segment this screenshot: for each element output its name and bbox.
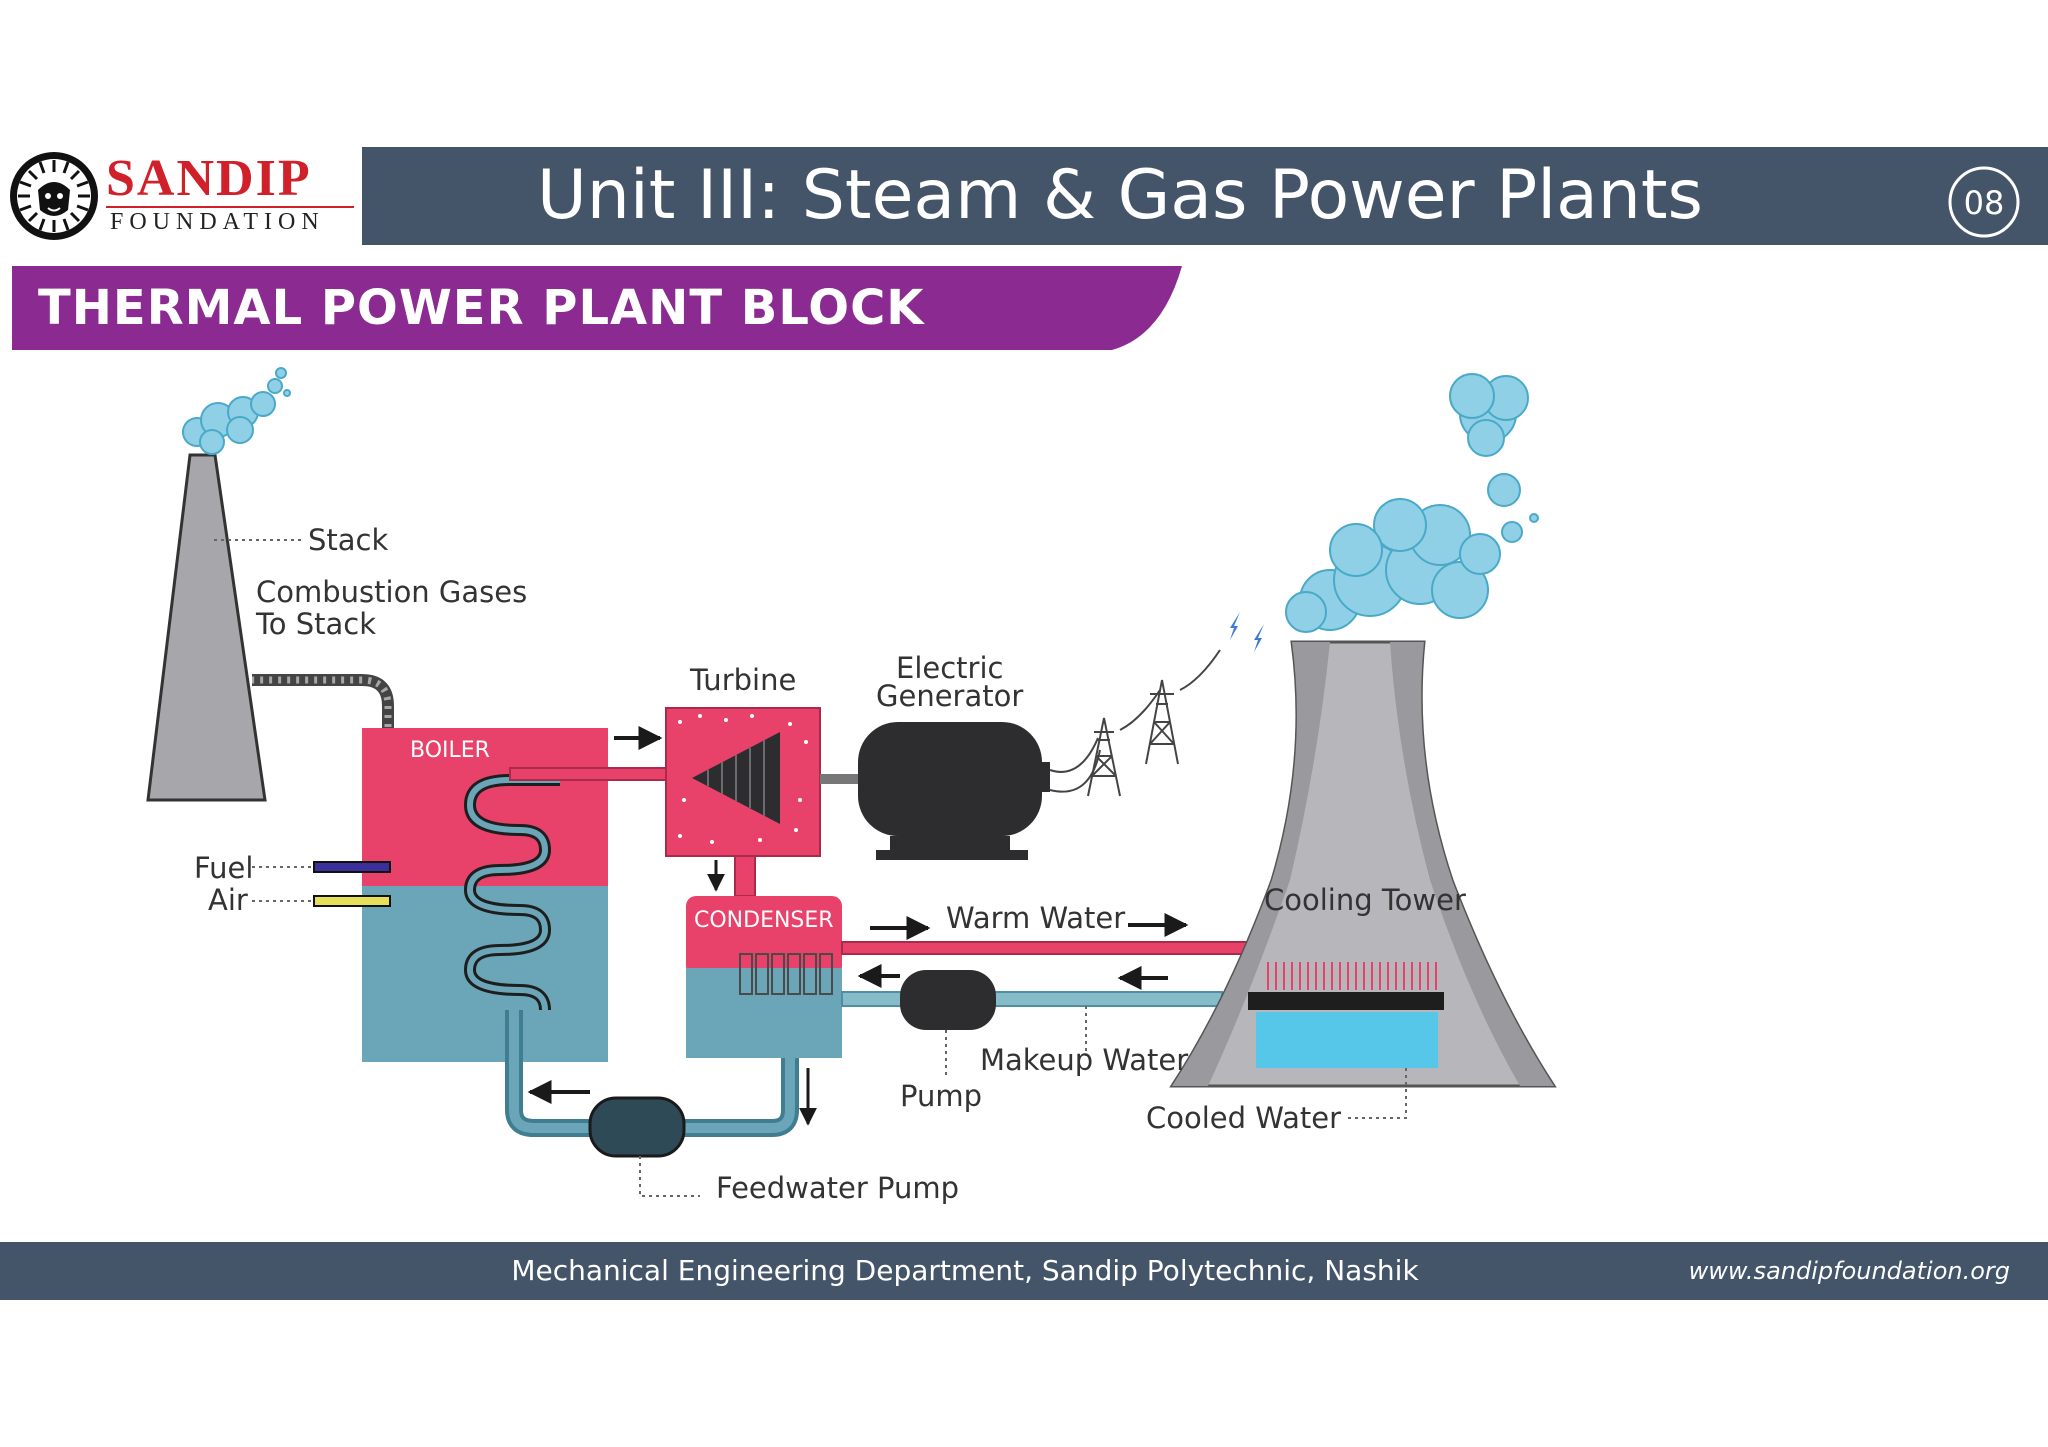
feedwater-pump-label: Feedwater Pump [716, 1171, 960, 1205]
logo-name: SANDIP [106, 150, 312, 207]
turbine-shaft [820, 774, 864, 784]
smoke-cloud-icon [182, 367, 291, 455]
air-inlet [252, 895, 391, 907]
combustion-gases-label: To Stack [256, 607, 377, 641]
stack [146, 453, 267, 802]
section-title: THERMAL POWER PLANT BLOCK DIAGRAM [38, 280, 925, 416]
page-number-badge: 08 [1948, 166, 2020, 238]
steam-pipe [509, 767, 691, 781]
turbine-label: Turbine [690, 663, 797, 697]
exhaust-pipe [734, 855, 756, 897]
pylon-icon [1145, 679, 1179, 765]
fuel-inlet [252, 861, 391, 873]
air-label: Air [208, 883, 248, 917]
steam-cloud-icon [1285, 373, 1539, 633]
deck-title: Unit III: Steam & Gas Power Plants [537, 156, 1703, 235]
boiler-label: BOILER [410, 738, 490, 763]
transmission-lines [1049, 649, 1221, 793]
feedwater-pump [588, 1096, 686, 1158]
cooled-water-label: Cooled Water [1146, 1101, 1341, 1135]
cooled-water-leader [1346, 1068, 1407, 1119]
page-number: 08 [1964, 184, 2005, 222]
fuel-label: Fuel [194, 851, 254, 885]
generator-label: Electric [896, 651, 1004, 685]
generator-label: Generator [876, 679, 1024, 713]
cooled-water-pipe [841, 991, 1223, 1007]
boiler [362, 728, 608, 1062]
cooling-tower-label: Cooling Tower [1264, 883, 1466, 917]
footer-department: Mechanical Engineering Department, Sandi… [511, 1254, 1419, 1287]
pylon-icon [1087, 717, 1121, 797]
stack-leader [214, 539, 304, 541]
logo-subtitle: FOUNDATION [110, 209, 325, 235]
electric-generator [858, 722, 1050, 860]
section-banner [12, 266, 1182, 350]
makeup-water-label: Makeup Water [980, 1043, 1189, 1077]
turbine [665, 707, 821, 857]
condenser [686, 896, 842, 1058]
footer-bar [0, 1242, 2048, 1300]
boiler-coil [463, 774, 560, 1011]
flue-gas-pipe [252, 674, 394, 835]
footer-website-link[interactable]: www.sandipfoundation.org [1688, 1257, 2010, 1285]
feedwater-pump-leader [639, 1156, 700, 1197]
lightning-icon [1230, 612, 1264, 652]
logo-divider [106, 206, 354, 208]
cooling-tower [1169, 640, 1557, 1088]
stack-label: Stack [308, 523, 389, 557]
circulating-pump [900, 970, 996, 1030]
thermal-plant-diagram [146, 367, 1557, 1197]
lion-emblem-icon [10, 152, 98, 240]
warm-water-label: Warm Water [946, 901, 1126, 935]
pump-label: Pump [900, 1079, 983, 1113]
combustion-gases-label: Combustion Gases [256, 575, 528, 609]
condenser-label: CONDENSER [694, 908, 834, 933]
